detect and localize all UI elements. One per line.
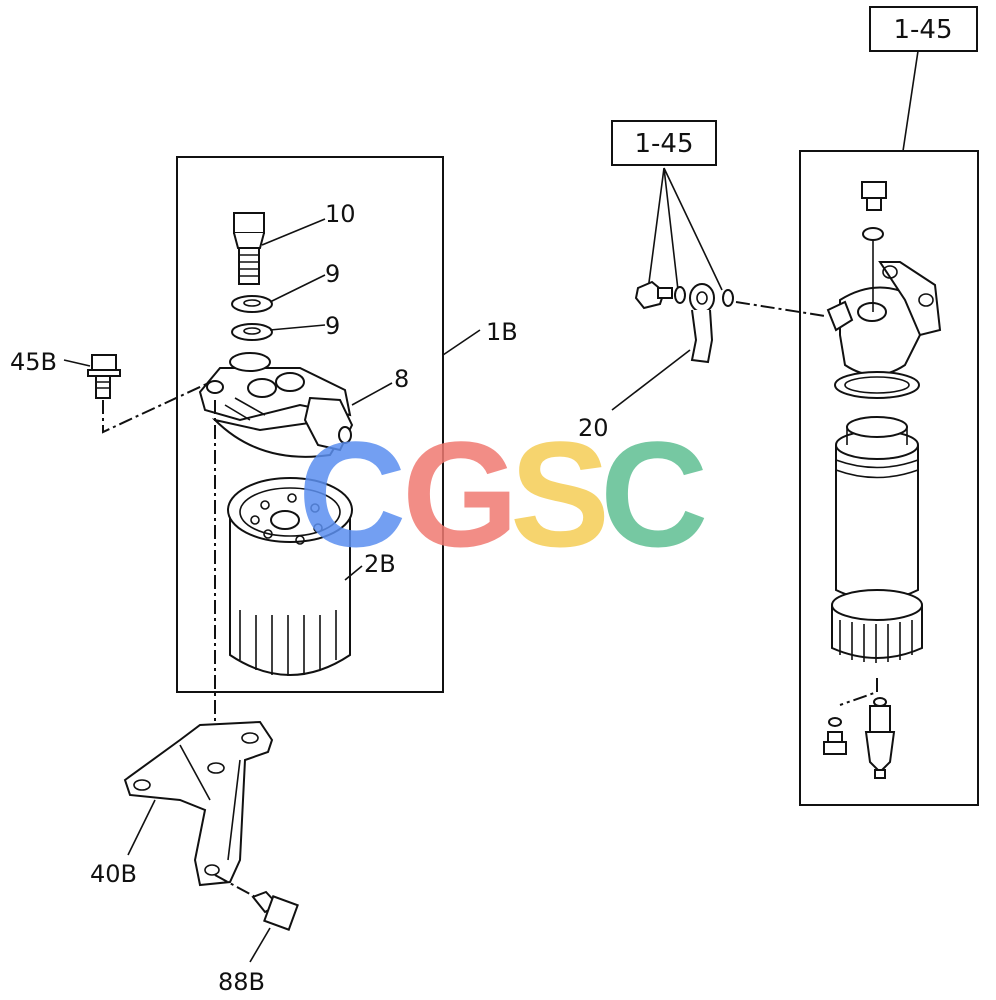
reference-label-middle: 1-45 [634, 129, 693, 159]
separator-head[interactable] [826, 240, 942, 376]
ring-nut[interactable] [831, 589, 923, 663]
reference-box-middle[interactable]: 1-45 [611, 120, 717, 166]
callout-10: 10 [325, 200, 356, 228]
bolt-part-45B[interactable] [87, 354, 121, 399]
right-assembly-frame [799, 150, 979, 806]
fitting-bolt[interactable] [634, 280, 673, 310]
callout-1B: 1B [486, 318, 518, 346]
callout-20: 20 [578, 414, 609, 442]
plug-washer[interactable] [862, 227, 884, 241]
filter-cartridge-part-2B[interactable] [227, 477, 353, 676]
callout-40B: 40B [90, 860, 137, 888]
callout-88B: 88B [218, 968, 265, 996]
fitting-washer-outer[interactable] [722, 289, 734, 307]
bowl-o-ring[interactable] [834, 371, 920, 399]
watermark-letter-3: S [510, 410, 610, 578]
reference-label-right: 1-45 [893, 15, 952, 45]
washer-part-9-lower[interactable] [231, 323, 273, 341]
left-assembly-frame [176, 156, 444, 693]
separator-element[interactable] [835, 416, 919, 601]
vent-plug[interactable] [861, 181, 887, 211]
bolt-part-88B[interactable] [251, 890, 299, 931]
callout-8: 8 [394, 365, 409, 393]
watermark-letter-4: C [600, 410, 708, 578]
callout-45B: 45B [10, 348, 57, 376]
water-sensor[interactable] [864, 697, 896, 779]
callout-2B: 2B [364, 550, 396, 578]
bracket-part-40B[interactable] [123, 720, 274, 887]
eye-fitting-part-20[interactable] [689, 283, 715, 364]
filter-head-part-8[interactable] [198, 352, 354, 458]
callout-9-lower: 9 [325, 312, 340, 340]
callout-9-upper: 9 [325, 260, 340, 288]
watermark-letter-2: G [402, 410, 519, 578]
fitting-washer[interactable] [674, 286, 686, 304]
washer-part-9-upper[interactable] [231, 295, 273, 313]
watermark-letter-1: C [298, 410, 406, 578]
bolt-part-10[interactable] [233, 212, 265, 285]
reference-box-right[interactable]: 1-45 [869, 6, 978, 52]
drain-plug[interactable] [823, 717, 847, 755]
cgsc-watermark: C G S C [298, 410, 708, 578]
